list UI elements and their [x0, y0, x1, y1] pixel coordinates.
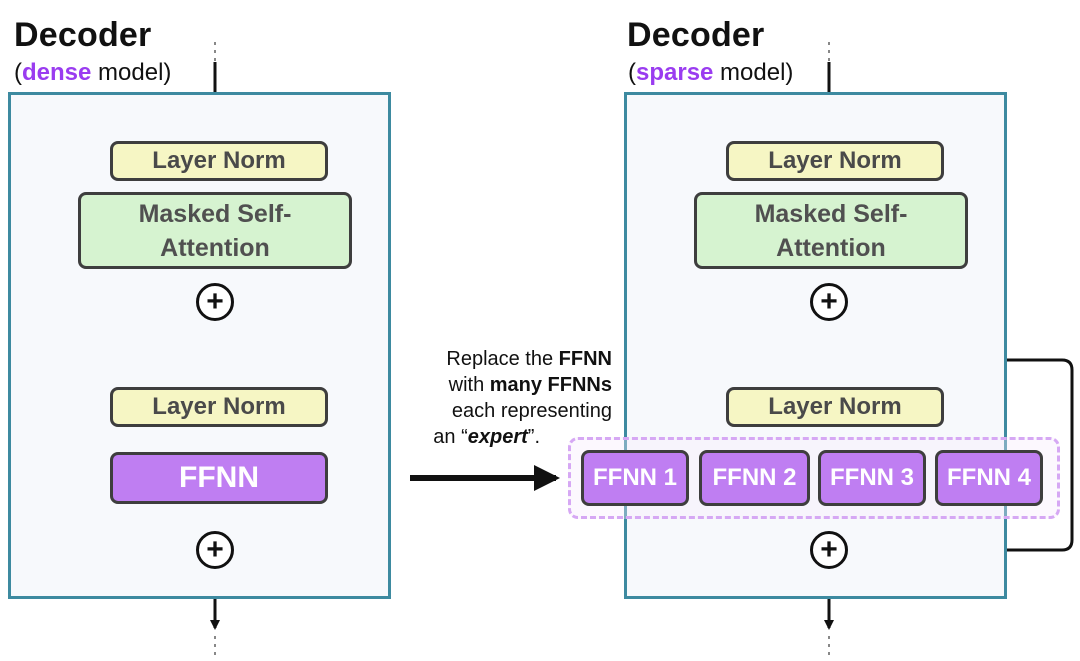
- caption-line-3: each representing: [451, 400, 612, 422]
- right-subtitle-rest: model): [713, 59, 794, 86]
- right-layer-norm-1: Layer Norm: [726, 141, 944, 181]
- caption-line-4-end: ”.: [527, 426, 540, 448]
- right-subtitle: (sparse model): [628, 61, 793, 85]
- left-masked-self-attention: Masked Self- Attention: [78, 192, 352, 269]
- expert-ffnn-3: FFNN 3: [818, 450, 926, 506]
- transform-caption: Replace the FFNN with many FFNNs each re…: [382, 346, 612, 450]
- left-subtitle: (dense model): [14, 61, 171, 85]
- caption-line-1-text: Replace the: [446, 348, 559, 370]
- right-subtitle-open: (: [628, 59, 636, 86]
- left-layer-norm-1: Layer Norm: [110, 141, 328, 181]
- caption-line-2-text: with: [448, 374, 490, 396]
- caption-line-4-text: an “: [433, 426, 468, 448]
- left-subtitle-highlight: dense: [22, 59, 92, 86]
- caption-line-2: with many FFNNs: [382, 372, 612, 398]
- caption-line-4-italic: expert: [467, 426, 528, 448]
- right-attention-line1: Masked Self-: [754, 199, 908, 228]
- right-attention-line2: Attention: [776, 233, 886, 262]
- caption-line-2-bold: many FFNNs: [489, 374, 612, 396]
- right-layer-norm-2: Layer Norm: [726, 387, 944, 427]
- expert-ffnn-1: FFNN 1: [581, 450, 689, 506]
- expert-ffnn-2: FFNN 2: [699, 450, 810, 506]
- left-add-2: +: [196, 531, 234, 569]
- caption-line-1: Replace the FFNN: [382, 346, 612, 372]
- left-layer-norm-2: Layer Norm: [110, 387, 328, 427]
- right-add-1: +: [810, 283, 848, 321]
- left-add-1: +: [196, 283, 234, 321]
- right-subtitle-highlight: sparse: [636, 59, 714, 86]
- expert-ffnn-4: FFNN 4: [935, 450, 1043, 506]
- right-masked-self-attention: Masked Self- Attention: [694, 192, 968, 269]
- left-attention-line2: Attention: [160, 233, 270, 262]
- right-add-2: +: [810, 531, 848, 569]
- right-residual-2: [829, 358, 1074, 555]
- caption-line-1-bold: FFNN: [558, 348, 612, 370]
- left-subtitle-rest: model): [91, 59, 172, 86]
- left-attention-line1: Masked Self-: [138, 199, 292, 228]
- caption-line-4: an “expert”.: [382, 424, 612, 450]
- left-title: Decoder: [14, 16, 152, 54]
- left-subtitle-open: (: [14, 59, 22, 86]
- left-ffnn: FFNN: [110, 452, 328, 504]
- right-title: Decoder: [627, 16, 765, 54]
